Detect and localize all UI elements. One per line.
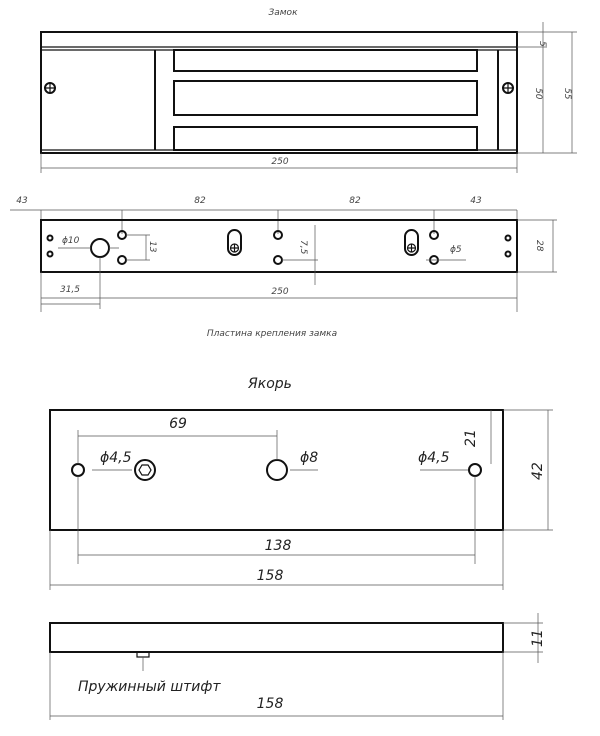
spring-pin-label: Пружинный штифт xyxy=(78,679,221,695)
dim-250: 250 xyxy=(271,157,288,167)
dim-42: 42 xyxy=(530,462,546,480)
lock-view: Замок 5 50 55 250 xyxy=(40,8,577,173)
armature-title: Якорь xyxy=(247,376,292,392)
slot-screw-icon xyxy=(404,229,419,256)
dia-4-5-left: ϕ4,5 xyxy=(100,450,132,466)
dim-21: 21 xyxy=(463,429,479,447)
screw-icon xyxy=(44,82,56,94)
dim-158-side: 158 xyxy=(257,696,284,712)
lock-title: Замок xyxy=(268,8,298,18)
dim-43-right: 43 xyxy=(470,196,482,206)
dia-8-label: ϕ8 xyxy=(300,450,318,466)
dim-158: 158 xyxy=(257,568,284,584)
dia-5-label: ϕ5 xyxy=(450,245,462,255)
dim-69: 69 xyxy=(169,416,187,432)
dim-11: 11 xyxy=(530,629,546,647)
dim-43-left: 43 xyxy=(16,196,28,206)
dim-28: 28 xyxy=(534,240,544,252)
armature-side-view: 11 Пружинный штифт 158 xyxy=(49,613,546,720)
dim-250-plate: 250 xyxy=(271,287,288,297)
dim-82-left: 82 xyxy=(194,196,206,206)
dim-55: 55 xyxy=(562,88,572,100)
dim-50: 50 xyxy=(533,88,543,100)
dia-4-5-right: ϕ4,5 xyxy=(418,450,450,466)
mounting-plate-view: 43 82 82 43 ϕ10 13 7,5 ϕ5 28 31,5 250 Пл… xyxy=(10,196,557,339)
armature-view: Якорь 69 ϕ4,5 ϕ8 ϕ4,5 21 42 138 158 xyxy=(49,376,553,590)
hex-bolt-icon xyxy=(134,459,156,481)
slot-screw-icon xyxy=(227,229,242,256)
dim-7-5: 7,5 xyxy=(298,240,308,255)
dim-13: 13 xyxy=(147,241,157,253)
dim-31-5: 31,5 xyxy=(60,285,80,295)
dia-10-label: ϕ10 xyxy=(62,236,80,246)
plate-title: Пластина крепления замка xyxy=(207,329,337,339)
screw-icon xyxy=(502,82,514,94)
dim-5: 5 xyxy=(537,41,547,47)
dim-138: 138 xyxy=(265,538,292,554)
dim-82-right: 82 xyxy=(349,196,361,206)
